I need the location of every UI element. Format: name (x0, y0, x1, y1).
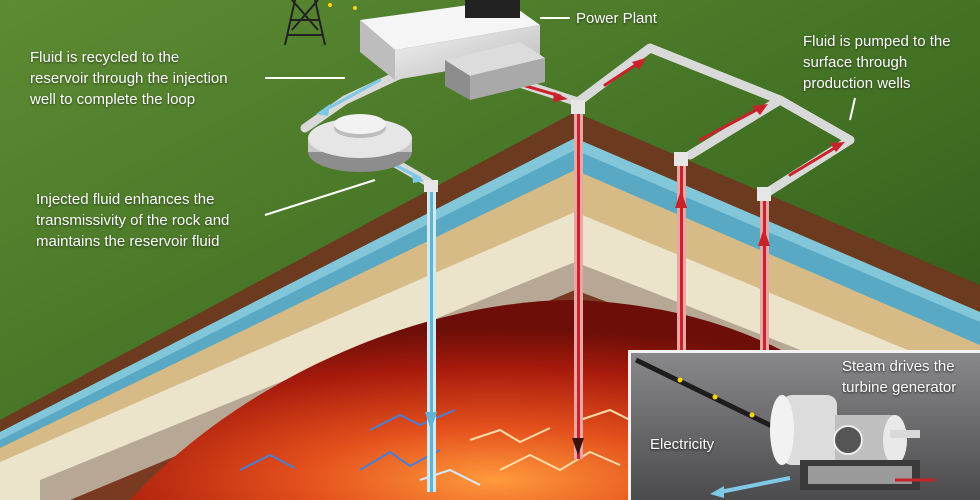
pumped-line-1: Fluid is pumped to the (803, 33, 951, 50)
label-fluid-recycled: Fluid is recycled to the reservoir throu… (30, 47, 228, 110)
steam-line-2: turbine generator (842, 379, 957, 396)
recycled-line-3: well to complete the loop (30, 91, 196, 108)
transmission-tower-icon (284, 0, 357, 46)
recycled-line-1: Fluid is recycled to the (30, 49, 180, 66)
power-plant-label: Power Plant (576, 10, 657, 27)
injected-line-3: maintains the reservoir fluid (36, 233, 220, 250)
turbine-inset (628, 350, 980, 500)
recycled-line-2: reservoir through the injection (30, 70, 228, 87)
power-plant-building (360, 0, 545, 100)
label-steam-turbine: Steam drives the turbine generator (842, 356, 956, 398)
injected-line-2: transmissivity of the rock and (36, 212, 230, 229)
label-injected-fluid: Injected fluid enhances the transmissivi… (36, 189, 229, 252)
injection-well (424, 180, 438, 492)
electricity-cable (634, 357, 782, 433)
production-well-3 (757, 187, 771, 361)
pumped-line-3: production wells (803, 75, 911, 92)
label-electricity: Electricity (650, 434, 714, 455)
steam-line-1: Steam drives the (842, 358, 955, 375)
rock-fractures (239, 408, 641, 486)
injected-line-1: Injected fluid enhances the (36, 191, 215, 208)
pumped-line-2: surface through (803, 54, 908, 71)
production-well-2 (674, 152, 688, 376)
injection-tank (308, 114, 412, 172)
surface-pipes (300, 43, 855, 197)
electricity-label: Electricity (650, 436, 715, 453)
turbine-generator-icon (710, 395, 935, 498)
label-fluid-pumped: Fluid is pumped to the surface through p… (803, 31, 951, 94)
inset-frame (628, 350, 980, 500)
label-power-plant: Power Plant (576, 8, 657, 29)
production-well-1 (571, 100, 585, 459)
